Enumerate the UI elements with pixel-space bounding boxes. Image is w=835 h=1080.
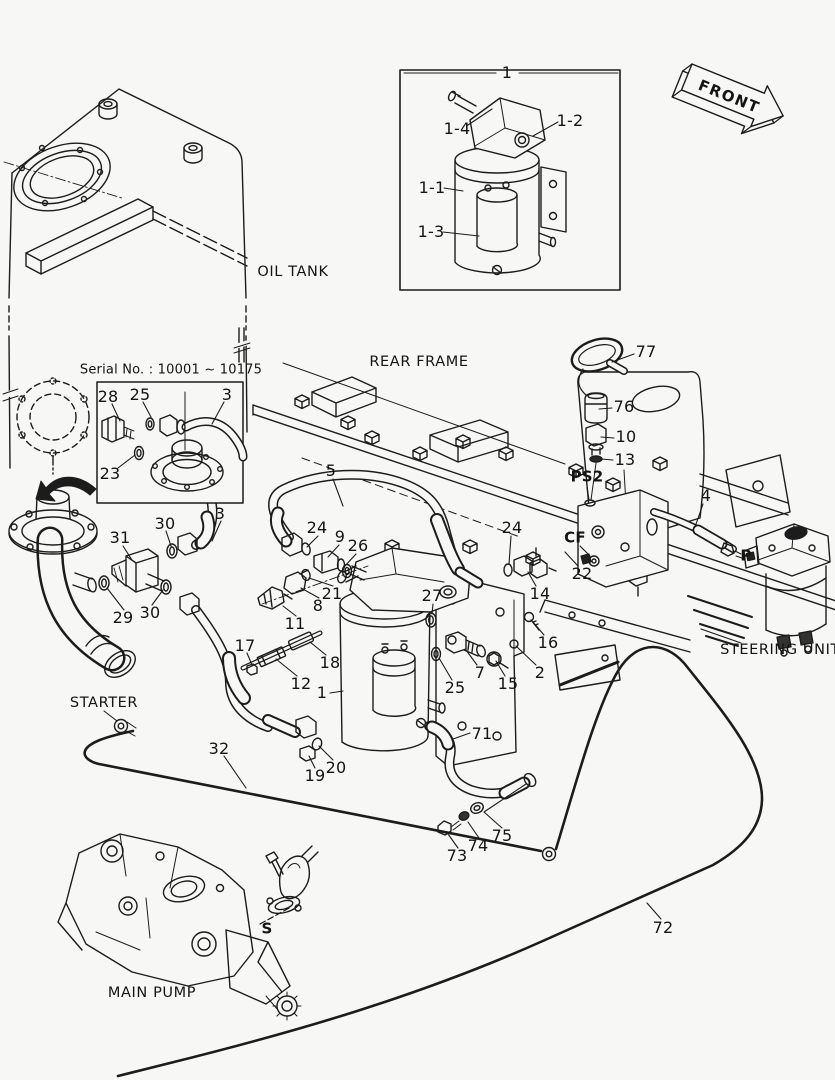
component-label-oil-tank: OIL TANK	[257, 263, 329, 280]
part-label-8: 8	[312, 596, 324, 615]
part-label-24: 24	[306, 518, 328, 537]
steering-unit-drawing	[743, 523, 831, 657]
part-label-1: 1	[501, 63, 513, 82]
part-label-4: 4	[700, 486, 712, 505]
part-label-1: 1	[316, 683, 328, 702]
part-label-1-4: 1-4	[443, 119, 471, 138]
part-label-1-2: 1-2	[556, 111, 584, 130]
port-label-p: P	[740, 546, 752, 565]
part-label-75: 75	[491, 826, 513, 845]
part-label-11: 11	[284, 614, 306, 633]
part-label-13: 13	[614, 450, 636, 469]
port-label-cf: CF	[564, 528, 586, 547]
part-label-12: 12	[290, 674, 312, 693]
part-label-76: 76	[613, 397, 635, 416]
part-label-15: 15	[497, 674, 519, 693]
wires-drawing	[83, 645, 764, 1078]
part-label-16: 16	[537, 633, 559, 652]
port-label-ps2: PS2	[570, 467, 604, 486]
serial-label-serial-no-10001-10175: Serial No. : 10001 ~ 10175	[79, 362, 263, 378]
part-label-30: 30	[154, 514, 176, 533]
part-label-26: 26	[347, 536, 369, 555]
part-label-73: 73	[446, 846, 468, 865]
frame-nut-cubes	[294, 394, 668, 579]
part-label-22: 22	[571, 564, 593, 583]
part-label-2: 2	[534, 663, 546, 682]
part-label-28: 28	[97, 387, 119, 406]
front-arrow	[671, 63, 784, 135]
component-label-main-pump: MAIN PUMP	[107, 984, 197, 1001]
part-label-3: 3	[221, 385, 233, 404]
part-label-23: 23	[99, 464, 121, 483]
front-label-front: FRONT	[695, 76, 763, 118]
part-label-18: 18	[319, 653, 341, 672]
part-label-21: 21	[321, 584, 343, 603]
part-label-19: 19	[304, 766, 326, 785]
part-label-30: 30	[139, 603, 161, 622]
part-label-1-1: 1-1	[418, 178, 446, 197]
part-label-24: 24	[501, 518, 523, 537]
part-label-1-3: 1-3	[417, 222, 445, 241]
suction-elbow-drawing	[8, 489, 136, 678]
part-label-10: 10	[615, 427, 637, 446]
part-label-9: 9	[334, 527, 346, 546]
oil-tank-drawing	[0, 88, 253, 502]
port-label-s: S	[261, 919, 273, 938]
part-label-72: 72	[652, 918, 674, 937]
component-label-starter: STARTER	[69, 694, 139, 711]
hose5-and-fittings-drawing	[257, 469, 557, 669]
part-label-14: 14	[529, 584, 551, 603]
part-label-5: 5	[325, 461, 337, 480]
part-label-25: 25	[129, 385, 151, 404]
part-label-77: 77	[635, 342, 657, 361]
part-label-71: 71	[471, 724, 493, 743]
part-label-74: 74	[467, 836, 489, 855]
part-label-27: 27	[421, 586, 443, 605]
part-label-29: 29	[112, 608, 134, 627]
serial-inset-box	[96, 381, 248, 504]
part-label-17: 17	[234, 636, 256, 655]
part-label-20: 20	[325, 758, 347, 777]
main-pump-drawing	[57, 833, 319, 1021]
valve-block-drawing	[570, 337, 755, 588]
part-label-3: 3	[214, 504, 226, 523]
part-label-32: 32	[208, 739, 230, 758]
left-plumbing-drawing	[98, 481, 323, 762]
part-label-7: 7	[474, 663, 486, 682]
component-label-rear-frame: REAR FRAME	[369, 353, 469, 370]
component-label-steering-unit: STEERING UNIT	[720, 641, 835, 658]
detail-inset-box	[399, 69, 621, 291]
part-label-31: 31	[109, 528, 131, 547]
leader-lines	[103, 72, 742, 920]
part-label-25: 25	[444, 678, 466, 697]
